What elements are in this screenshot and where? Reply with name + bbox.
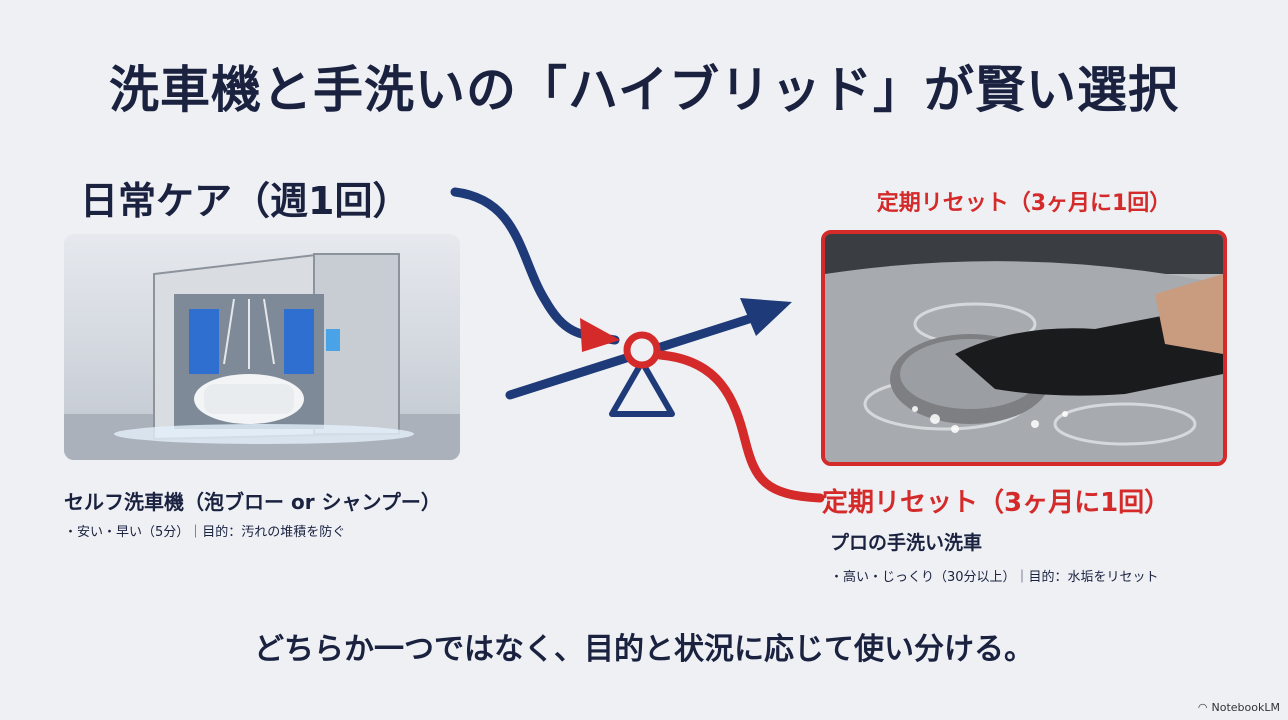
self-car-wash-details: ・安い・早い（5分）｜目的：汚れの堆積を防ぐ bbox=[64, 525, 346, 540]
balance-beam-arrowhead bbox=[740, 298, 792, 336]
balance-beam bbox=[505, 313, 757, 400]
periodic-reset-label: 定期リセット（3ヶ月に1回） bbox=[822, 488, 1171, 518]
notebooklm-logo-icon: ◠ bbox=[1197, 701, 1208, 714]
watermark-label: NotebookLM bbox=[1211, 701, 1280, 714]
daily-flow-arrow bbox=[450, 187, 620, 345]
periodic-reset-label-top: 定期リセット（3ヶ月に1回） bbox=[876, 191, 1172, 216]
car-wash-machine-image bbox=[64, 234, 460, 460]
reset-flow-arrow bbox=[655, 350, 825, 503]
hand-wash-image bbox=[821, 230, 1227, 466]
daily-care-heading: 日常ケア（週1回） bbox=[80, 179, 411, 223]
pro-hand-wash-title: プロの手洗い洗車 bbox=[830, 532, 983, 554]
slide-title: 洗車機と手洗いの「ハイブリッド」が賢い選択 bbox=[109, 61, 1179, 119]
conclusion-text: どちらか一つではなく、目的と状況に応じて使い分ける。 bbox=[254, 632, 1034, 667]
pro-hand-wash-details: ・高い・じっくり（30分以上）｜目的：水垢をリセット bbox=[830, 570, 1159, 585]
balance-pivot bbox=[623, 331, 661, 369]
self-car-wash-title: セルフ洗車機（泡ブロー or シャンプー） bbox=[64, 490, 441, 514]
daily-flow-arrowhead bbox=[580, 318, 620, 352]
fulcrum-triangle bbox=[609, 359, 675, 417]
notebooklm-watermark: ◠ NotebookLM bbox=[1198, 701, 1280, 714]
